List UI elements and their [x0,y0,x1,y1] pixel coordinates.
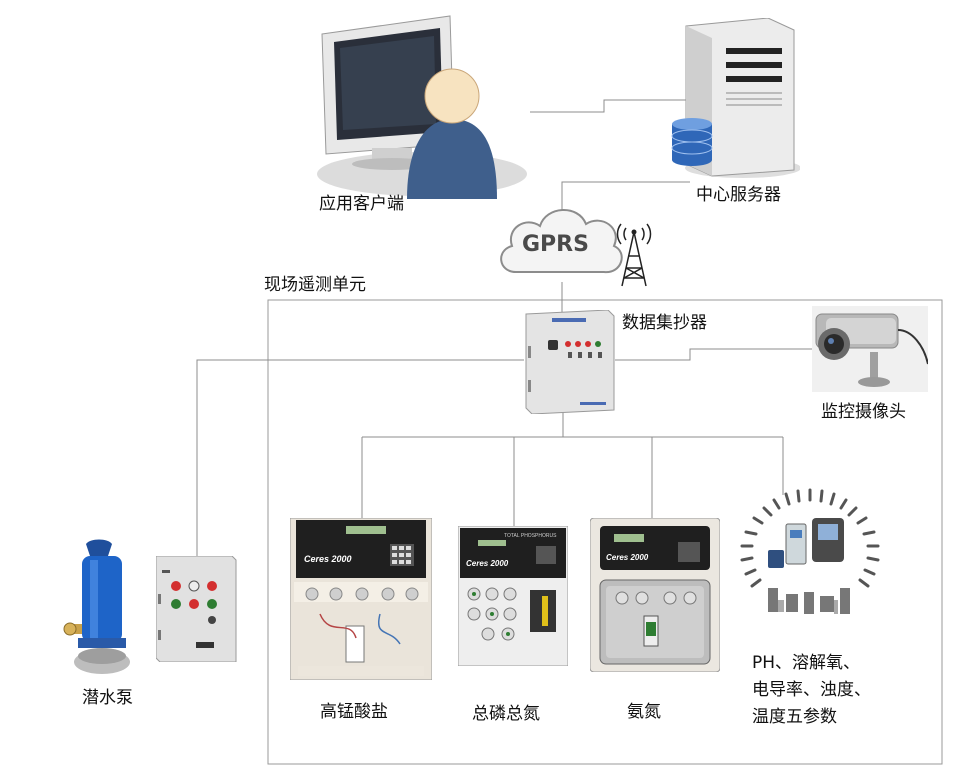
svg-text:Ceres 2000: Ceres 2000 [606,553,649,562]
client-server-link [530,99,690,113]
collector-camera-link [615,348,812,361]
permanganate-analyzer-icon: Ceres 2000 [290,518,432,680]
submersible-pump-icon [63,539,130,674]
server-label: 中心服务器 [696,185,781,205]
data-collector-label: 数据集抄器 [622,313,707,333]
tp-tn-analyzer-icon: TOTAL PHOSPHORUS Ceres 2000 [458,526,568,666]
multi-param-line-1: PH、溶解氧、 [752,653,861,673]
database-icon [671,118,713,166]
tp-header-text: TOTAL PHOSPHORUS [504,533,557,539]
brand-text: Ceres 2000 [304,554,352,564]
surveillance-camera-icon [812,306,928,392]
data-collector-cabinet-icon [525,310,615,414]
multi-parameter-sensors-icon [740,488,880,614]
collector-pump-link [196,359,524,557]
permanganate-label: 高锰酸盐 [320,702,388,722]
gprs-cloud-icon [500,209,623,274]
server-icon [671,18,800,178]
remote-unit-label: 现场遥测单元 [264,275,366,295]
multi-param-label: PH、溶解氧、 电导率、浊度、 温度五参数 [752,650,922,731]
remote-unit-frame [267,299,943,765]
antenna-tower-icon [616,223,652,287]
multi-param-line-3: 温度五参数 [752,707,837,727]
pump-control-box-icon [156,556,237,662]
client-computer-icon [317,15,527,199]
client-label: 应用客户端 [319,194,404,214]
svg-text:Ceres 2000: Ceres 2000 [466,559,509,568]
pump-label: 潜水泵 [82,688,133,708]
server-cloud-link [561,181,690,210]
camera-label: 监控摄像头 [821,402,906,422]
gprs-label: GPRS [522,232,589,257]
ammonia-analyzer-icon: Ceres 2000 [590,518,720,672]
ammonia-label: 氨氮 [627,702,661,722]
tp-tn-label: 总磷总氮 [472,704,540,724]
multi-param-line-2: 电导率、浊度、 [752,680,871,700]
